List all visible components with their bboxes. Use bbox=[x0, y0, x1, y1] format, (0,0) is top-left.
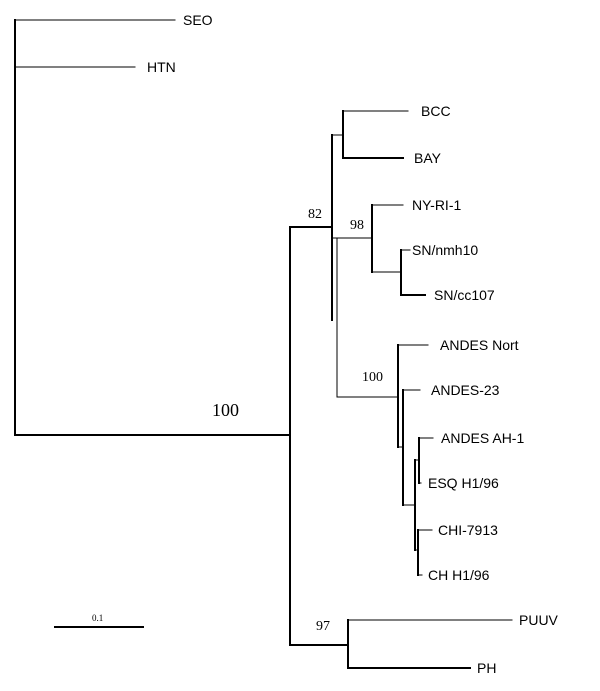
leaf-label-chi7913: CHI-7913 bbox=[438, 522, 498, 538]
support-puuv-ph-clade: 97 bbox=[316, 619, 330, 634]
support-andes-clade: 100 bbox=[362, 370, 383, 385]
leaf-label-andesah1: ANDES AH-1 bbox=[441, 430, 524, 446]
leaf-label-bay: BAY bbox=[414, 150, 442, 166]
leaf-label-esqh196: ESQ H1/96 bbox=[428, 475, 499, 491]
leaf-label-puuv: PUUV bbox=[519, 612, 559, 628]
leaf-label-sncc107: SN/cc107 bbox=[434, 287, 495, 303]
andes-branches bbox=[397, 344, 434, 576]
support-sin-nombre-group: 82 bbox=[308, 207, 322, 222]
main-clade-branches bbox=[289, 226, 349, 646]
leaf-label-bcc: BCC bbox=[421, 103, 451, 119]
leaf-label-seo: SEO bbox=[183, 12, 213, 28]
support-ny-sn-clade: 98 bbox=[350, 218, 364, 233]
leaf-label-ph: PH bbox=[477, 660, 496, 676]
ny-sn-branches bbox=[371, 204, 426, 296]
scale-bar-label: 0.1 bbox=[92, 613, 103, 623]
leaf-label-snnmh10: SN/nmh10 bbox=[412, 242, 478, 258]
leaf-label-andesnort: ANDES Nort bbox=[440, 337, 519, 353]
leaf-label-chh196: CH H1/96 bbox=[428, 567, 490, 583]
support-labels: 100 82 98 100 97 bbox=[212, 207, 383, 634]
leaf-label-htn: HTN bbox=[147, 59, 176, 75]
root-branches bbox=[14, 19, 291, 436]
support-root-clade: 100 bbox=[212, 400, 239, 420]
sn-andes-branches bbox=[331, 134, 399, 398]
puuv-ph-branches bbox=[347, 619, 513, 669]
bcc-bay-branches bbox=[342, 110, 409, 159]
scale-bar: 0.1 bbox=[54, 613, 144, 628]
leaf-label-nyri1: NY-RI-1 bbox=[412, 197, 461, 213]
leaf-label-andes23: ANDES-23 bbox=[431, 382, 500, 398]
leaf-labels: SEO HTN BCC BAY NY-RI-1 SN/nmh10 SN/cc10… bbox=[147, 12, 559, 676]
